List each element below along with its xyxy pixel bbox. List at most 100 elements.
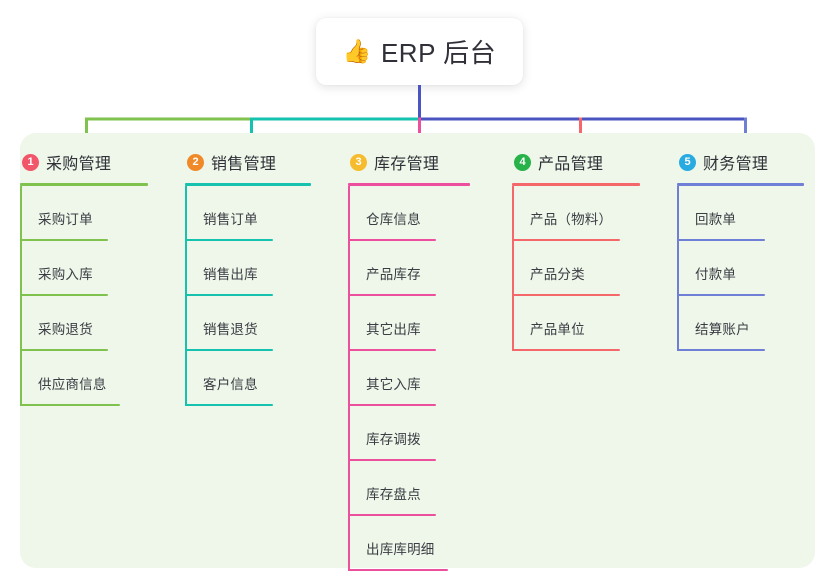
item-spine: [348, 351, 350, 406]
item-spine: [20, 296, 22, 351]
column-badge-5: 5: [679, 153, 696, 171]
column-underline: [185, 183, 311, 186]
column-badge-3: 3: [350, 153, 367, 171]
column-采购管理: 1 采购管理采购订单采购入库采购退货供应商信息: [20, 147, 148, 406]
item-label: 回款单: [695, 212, 737, 227]
column-underline: [512, 183, 640, 186]
list-item[interactable]: 产品（物料）: [512, 186, 640, 241]
list-item[interactable]: 付款单: [677, 241, 804, 296]
list-item[interactable]: 客户信息: [185, 351, 311, 406]
item-spine: [348, 296, 350, 351]
item-label: 产品库存: [366, 267, 421, 282]
mindmap-panel: 1 采购管理采购订单采购入库采购退货供应商信息 2 销售管理销售订单销售出库销售退货客…: [20, 133, 815, 571]
list-item[interactable]: 产品分类: [512, 241, 640, 296]
column-items: 回款单付款单结算账户: [677, 186, 804, 351]
list-item[interactable]: 采购订单: [20, 186, 148, 241]
list-item[interactable]: 销售出库: [185, 241, 311, 296]
column-title: 采购管理: [46, 156, 112, 173]
item-label: 付款单: [695, 267, 737, 282]
item-underline: [185, 239, 273, 241]
list-item[interactable]: 库存调拨: [348, 406, 470, 461]
item-underline: [512, 239, 620, 241]
list-item[interactable]: 供应商信息: [20, 351, 148, 406]
list-item[interactable]: 产品库存: [348, 241, 470, 296]
column-header-2[interactable]: 2 销售管理: [185, 147, 311, 177]
list-item[interactable]: 出库库明细: [348, 516, 470, 571]
item-label: 结算账户: [695, 322, 750, 337]
item-underline: [185, 349, 273, 351]
item-underline: [348, 514, 436, 516]
item-underline: [20, 349, 108, 351]
item-spine: [677, 186, 679, 241]
item-underline: [677, 349, 765, 351]
item-label: 供应商信息: [38, 377, 107, 392]
list-item[interactable]: 采购入库: [20, 241, 148, 296]
item-label: 其它入库: [366, 377, 421, 392]
item-label: 客户信息: [203, 377, 258, 392]
column-items: 采购订单采购入库采购退货供应商信息: [20, 186, 148, 406]
item-label: 销售订单: [203, 212, 258, 227]
column-title: 销售管理: [211, 156, 277, 173]
item-label: 采购订单: [38, 212, 93, 227]
column-title: 产品管理: [538, 156, 604, 173]
column-badge-1: 1: [22, 153, 39, 171]
list-item[interactable]: 回款单: [677, 186, 804, 241]
item-underline: [677, 294, 765, 296]
item-underline: [348, 459, 436, 461]
column-items: 仓库信息产品库存其它出库其它入库库存调拨库存盘点出库库明细: [348, 186, 470, 571]
item-underline: [185, 294, 273, 296]
column-items: 销售订单销售出库销售退货客户信息: [185, 186, 311, 406]
list-item[interactable]: 销售退货: [185, 296, 311, 351]
list-item[interactable]: 其它出库: [348, 296, 470, 351]
item-underline: [348, 349, 436, 351]
root-title: 👍 ERP 后台: [343, 33, 496, 70]
item-label: 销售出库: [203, 267, 258, 282]
column-header-5[interactable]: 5 财务管理: [677, 147, 804, 177]
item-label: 产品单位: [530, 322, 585, 337]
item-spine: [677, 296, 679, 351]
item-underline: [20, 404, 120, 406]
item-spine: [185, 186, 187, 241]
list-item[interactable]: 其它入库: [348, 351, 470, 406]
column-header-1[interactable]: 1 采购管理: [20, 147, 148, 177]
item-underline: [348, 239, 436, 241]
item-label: 采购入库: [38, 267, 93, 282]
item-underline: [677, 239, 765, 241]
item-underline: [348, 404, 436, 406]
column-title: 财务管理: [703, 156, 769, 173]
item-underline: [348, 569, 448, 571]
item-spine: [677, 241, 679, 296]
item-spine: [348, 241, 350, 296]
item-spine: [348, 406, 350, 461]
item-spine: [348, 516, 350, 571]
item-label: 库存盘点: [366, 487, 421, 502]
item-label: 库存调拨: [366, 432, 421, 447]
list-item[interactable]: 销售订单: [185, 186, 311, 241]
item-label: 采购退货: [38, 322, 93, 337]
list-item[interactable]: 产品单位: [512, 296, 640, 351]
item-spine: [348, 186, 350, 241]
column-items: 产品（物料）产品分类产品单位: [512, 186, 640, 351]
column-underline: [348, 183, 470, 186]
list-item[interactable]: 仓库信息: [348, 186, 470, 241]
item-spine: [185, 296, 187, 351]
thumbs-up-icon: 👍: [342, 38, 372, 64]
root-title-text: ERP 后台: [380, 38, 497, 68]
item-label: 销售退货: [203, 322, 258, 337]
column-财务管理: 5 财务管理回款单付款单结算账户: [677, 147, 804, 351]
list-item[interactable]: 结算账户: [677, 296, 804, 351]
item-spine: [185, 241, 187, 296]
list-item[interactable]: 采购退货: [20, 296, 148, 351]
column-badge-2: 2: [187, 153, 204, 171]
list-item[interactable]: 库存盘点: [348, 461, 470, 516]
item-spine: [20, 351, 22, 406]
item-underline: [20, 294, 108, 296]
item-spine: [20, 186, 22, 241]
root-title-card[interactable]: 👍 ERP 后台: [316, 18, 523, 85]
item-label: 出库库明细: [366, 542, 435, 557]
column-underline: [677, 183, 804, 186]
